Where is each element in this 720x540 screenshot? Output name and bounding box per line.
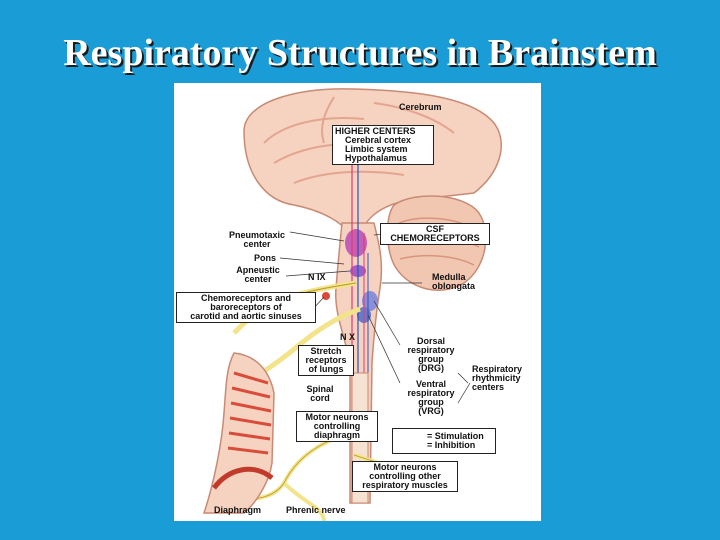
legend-stimulation: = Stimulation [427, 431, 484, 441]
label-chemoreceptors-csf: CHEMORECEPTORS [390, 233, 480, 243]
label-respiratory-muscles: respiratory muscles [362, 480, 448, 490]
label-motor-neurons-other: Motor neurons [373, 462, 437, 472]
motor-other-box: Motor neurons controlling other respirat… [352, 461, 458, 492]
label-phrenic-nerve: Phrenic nerve [286, 505, 346, 515]
motor-diaphragm-box: Motor neurons controlling diaphragm [296, 411, 378, 442]
higher-centers-heading: HIGHER CENTERS [335, 126, 416, 136]
higher-centers-box: HIGHER CENTERS Cerebral cortex Limbic sy… [332, 125, 434, 165]
pneumotaxic-nucleus [345, 229, 367, 257]
label-pons: Pons [254, 253, 277, 263]
cerebrum-folds [263, 96, 455, 184]
label-cerebral-cortex: Cerebral cortex [345, 135, 412, 145]
label-n-x: N X [340, 332, 356, 342]
label-chemoreceptors: Chemoreceptors and [200, 293, 292, 303]
chemoreceptors-box: Chemoreceptors and baroreceptors of caro… [176, 292, 316, 323]
label-n-ix: N IX [308, 272, 326, 282]
intercostal-muscles [227, 371, 272, 455]
label-cerebrum: Cerebrum [399, 102, 442, 112]
label-diaphragm-target: diaphragm [313, 430, 360, 440]
label-controlling-other: controlling other [369, 471, 441, 481]
label-stretch: Stretch [310, 346, 342, 356]
label-diaphragm: Diaphragm [214, 505, 262, 515]
drg-nucleus [362, 291, 378, 311]
legend-inhibition: = Inhibition [427, 440, 476, 450]
nerve-x [252, 306, 361, 381]
label-sinuses: carotid and aortic sinuses [190, 311, 302, 321]
carotid-sinus [322, 292, 330, 300]
label-hypothalamus: Hypothalamus [345, 153, 408, 163]
label-receptors: receptors [305, 355, 347, 365]
slide-title: Respiratory Structures in Brainstem [63, 32, 657, 74]
stretch-receptors-box: Stretch receptors of lungs [298, 345, 354, 376]
label-motor-neurons: Motor neurons [305, 412, 369, 422]
label-baroreceptors: baroreceptors of [210, 302, 282, 312]
diaphragm-muscle [212, 466, 274, 490]
csf-chemoreceptors-box: CSF CHEMORECEPTORS [380, 223, 490, 245]
legend-box: = Stimulation = Inhibition [392, 428, 496, 454]
brainstem-diagram: Cerebrum HIGHER CENTERS Cerebral cortex … [174, 83, 541, 521]
label-csf: CSF [426, 224, 444, 234]
label-controlling: controlling [313, 421, 361, 431]
label-limbic-system: Limbic system [345, 144, 408, 154]
label-of-lungs: of lungs [308, 364, 344, 374]
